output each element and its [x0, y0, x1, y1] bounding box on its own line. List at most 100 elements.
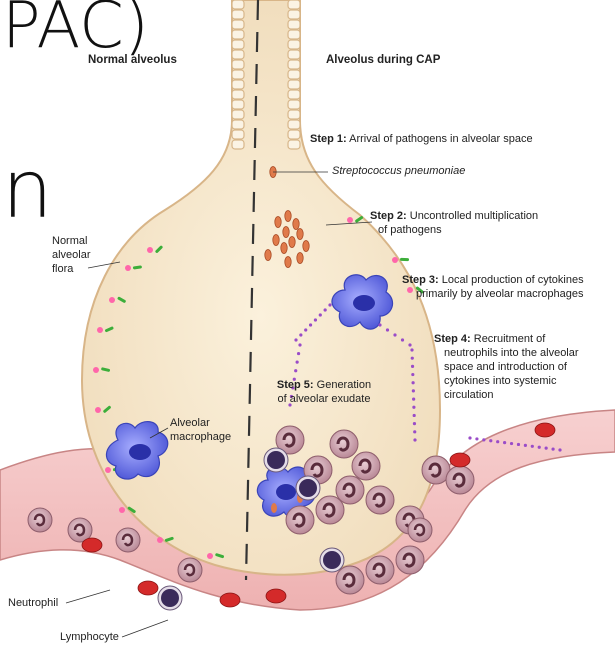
cytokine-dot: [324, 308, 327, 311]
streptococcus: [297, 229, 303, 240]
cytokine-dot: [294, 369, 297, 372]
step-3-label: Step 3: Local production of cytokines: [402, 274, 584, 287]
flora-coccus: [147, 247, 153, 253]
neutrophil: [316, 496, 344, 524]
flora-coccus: [157, 537, 163, 543]
cytokine-dot: [538, 446, 541, 449]
duct-cell: [288, 0, 300, 9]
duct-cell: [288, 70, 300, 79]
cytokine-dot: [510, 442, 513, 445]
cytokine-dot: [413, 422, 416, 425]
cytokine-dot: [413, 430, 416, 433]
step-4-text: Recruitment of: [471, 333, 546, 345]
streptococcus: [303, 241, 309, 252]
cytokine-dot: [386, 328, 389, 331]
flora-coccus: [207, 553, 213, 559]
red-blood-cell: [450, 453, 470, 467]
streptococcus: [265, 250, 271, 261]
duct-cell: [288, 60, 300, 69]
neutrophil: [286, 506, 314, 534]
cytokine-dot: [489, 439, 492, 442]
streptococcus: [285, 211, 291, 222]
neutrophil: [352, 452, 380, 480]
lymphocyte-nucleus: [161, 589, 179, 607]
duct-cell: [232, 140, 244, 149]
slide-left-fragment: n: [2, 150, 53, 230]
flora-coccus: [347, 217, 353, 223]
neutrophil: [330, 430, 358, 458]
cytokine-dot: [413, 438, 416, 441]
flora-rod: [400, 258, 409, 261]
cytokine-dot: [411, 381, 414, 384]
duct-cell: [288, 80, 300, 89]
step-5-text: Generation: [314, 379, 371, 391]
step-3-text-line2: primarily by alveolar macrophages: [416, 288, 584, 301]
flora-coccus: [392, 257, 398, 263]
step-4-text-line5: circulation: [444, 389, 494, 402]
flora-coccus: [97, 327, 103, 333]
cytokine-dot: [298, 343, 301, 346]
duct-cell: [232, 110, 244, 119]
flora-coccus: [407, 287, 413, 293]
duct-cell: [288, 130, 300, 139]
step-3-bold: Step 3:: [402, 274, 439, 286]
step-2-text: Uncontrolled multiplication: [407, 210, 538, 222]
cytokine-dot: [411, 373, 414, 376]
duct-cell: [232, 30, 244, 39]
duct-cell: [288, 30, 300, 39]
step-4-label: Step 4: Recruitment of: [434, 333, 545, 346]
duct-cell: [288, 20, 300, 29]
lymphocyte-label: Lymphocyte: [60, 631, 119, 644]
cytokine-dot: [304, 328, 307, 331]
cytokine-dot: [401, 338, 404, 341]
cytokine-dot: [482, 438, 485, 441]
step-1-label: Step 1: Arrival of pathogens in alveolar…: [310, 133, 533, 146]
step-4-bold: Step 4:: [434, 333, 471, 345]
neutrophil: [366, 556, 394, 584]
macrophage-label-line1: Alveolar: [170, 417, 210, 430]
duct-cell: [232, 90, 244, 99]
cytokine-dot: [378, 323, 381, 326]
step-4-text-line3: space and introduction of: [444, 361, 567, 374]
cytokine-dot: [408, 343, 411, 346]
cytokine-dot: [299, 333, 302, 336]
cytokine-dot: [412, 397, 415, 400]
duct-cell: [232, 10, 244, 19]
duct-cell: [288, 10, 300, 19]
capillary-neutrophil: [178, 558, 202, 582]
flora-coccus: [93, 367, 99, 373]
cytokine-dot: [296, 361, 299, 364]
duct-cell: [232, 70, 244, 79]
flora-label-line1: Normal: [52, 235, 87, 248]
step-1-bold: Step 1:: [310, 133, 347, 145]
cytokine-dot: [468, 436, 471, 439]
duct-cell: [288, 50, 300, 59]
step-5-text-line2: of alveolar exudate: [262, 393, 386, 406]
duct-cell: [288, 90, 300, 99]
cytokine-dot: [314, 318, 317, 321]
duct-cell: [232, 130, 244, 139]
step-1-text: Arrival of pathogens in alveolar space: [347, 133, 533, 145]
duct-cell: [288, 100, 300, 109]
red-blood-cell: [266, 589, 286, 603]
cytokine-dot: [297, 352, 300, 355]
cytokine-dot: [319, 313, 322, 316]
lymphocyte-nucleus: [323, 551, 341, 569]
cytokine-dot: [531, 445, 534, 448]
flora-coccus: [95, 407, 101, 413]
cytokine-dot: [410, 348, 413, 351]
duct-cell: [232, 60, 244, 69]
capillary-neutrophil: [28, 508, 52, 532]
macrophage-label-line2: macrophage: [170, 431, 231, 444]
cytokine-dot: [524, 444, 527, 447]
lymphocyte-nucleus: [299, 479, 317, 497]
cytokine-dot: [517, 443, 520, 446]
flora-coccus: [109, 297, 115, 303]
cytokine-dot: [503, 441, 506, 444]
neutrophil: [396, 546, 424, 574]
cytokine-dot: [413, 414, 416, 417]
step-4-text-line2: neutrophils into the alveolar: [444, 347, 579, 360]
neutrophil-label: Neutrophil: [8, 597, 58, 610]
